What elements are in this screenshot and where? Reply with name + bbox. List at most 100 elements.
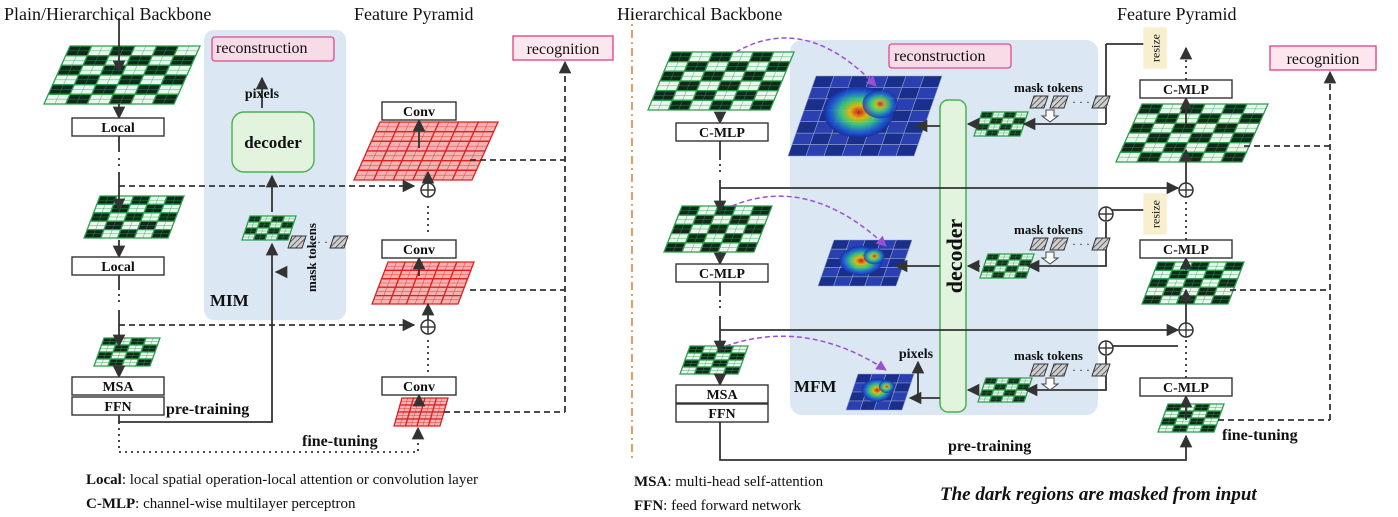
left-pixels: pixels [245,87,280,102]
right-plus-mid [1098,206,1114,222]
svg-text:· · ·: · · · [1072,95,1090,109]
right-tok-arrow-1 [1040,109,1060,123]
right-reconstruction-label: reconstruction [894,48,986,65]
left-conv-box-1-label: Conv [403,105,435,120]
left-conv-box-2-label: Conv [403,243,435,258]
right-plus-low [1098,340,1114,356]
right-mask-tokens-1: · · · [1029,95,1111,109]
left-red-map-mid [371,261,475,305]
left-mim-label: MIM [210,291,249,310]
right-resize-box-2: resize [1143,193,1167,235]
left-plus-2 [420,319,436,335]
right-title-backbone: Hierarchical Backbone [617,4,782,24]
right-map-large [647,51,795,111]
legend-ffn-desc: : feed forward network [663,498,801,514]
right-purple-curve-1 [735,37,877,87]
left-ffn-box-label: FFN [104,400,131,415]
legend-ffn: FFN: feed forward network [634,498,802,514]
right-plus-bot-pyr [1178,322,1194,338]
right-masked-map-3 [977,377,1033,403]
right-pyr-map-small [1157,403,1225,433]
right-cmlp-bot-label: C-MLP [1163,381,1209,396]
right-cmlp-box-1-label: C-MLP [699,126,745,141]
right-cmlp-mid-label: C-MLP [1163,243,1209,258]
right-purple-curve-3 [725,335,887,371]
left-decoder-box: decoder [231,111,315,173]
right-pyr-map-large [1114,103,1270,163]
right-ffn-box-label: FFN [708,407,735,422]
right-ffn-box: FFN [675,403,769,423]
right-msa-box: MSA [675,384,769,404]
right-pretraining-label: pre-training [948,438,1031,455]
right-mask-tokens-label-1: mask tokens [1014,80,1083,95]
left-map-mid [83,195,185,239]
left-pretrain-path [118,242,279,423]
legend-local-key: Local [86,472,122,488]
svg-text:· · ·: · · · [310,235,328,249]
left-finetuning-label: fine-tuning [302,433,378,450]
legend-cmlp-key: C-MLP [86,496,135,512]
right-finetuning-label: fine-tuning [1222,427,1298,444]
right-msa-box-label: MSA [706,388,738,403]
legend-cmlp-desc: : channel-wise multilayer perceptron [135,496,356,512]
left-mask-tokens-label: mask tokens [304,223,319,292]
left-recognition-box: recognition [512,35,614,61]
left-decoder-box-label: decoder [244,133,302,152]
left-mask-tokens: · · · [287,235,349,249]
left-conv-box-3: Conv [381,376,457,396]
right-cmlp-top: C-MLP [1139,79,1233,99]
right-mask-tokens-label-3: mask tokens [1014,348,1083,363]
left-reconstruction-box-label: reconstruction [216,40,308,57]
legend-note: The dark regions are masked from input [940,484,1257,505]
right-plus-top-pyr [1178,182,1194,198]
left-map-large [42,45,202,105]
left-local-box-1-label: Local [101,121,135,136]
right-heatmap-small [845,373,915,411]
left-red-map-small [393,397,449,427]
right-masked-map-2 [979,253,1035,279]
right-resize-box-2-label: resize [1148,200,1162,228]
left-plus-1 [420,182,436,198]
left-map-small [93,337,161,367]
legend-local-desc: : local spatial operation-local attentio… [122,472,478,488]
left-ffn-box: FFN [71,396,165,416]
right-cmlp-box-2: C-MLP [675,263,769,283]
left-conv-box-3-label: Conv [403,380,435,395]
left-msa-box: MSA [71,376,165,396]
legend-msa-desc: : multi-head self-attention [667,474,823,490]
mim-panel [204,30,346,320]
left-reconstruction-box [211,36,335,62]
legend-msa: MSA: multi-head self-attention [634,474,824,490]
right-tok-arrow-2 [1040,251,1060,265]
right-mask-tokens-3: · · · [1029,363,1111,377]
left-title-pyramid: Feature Pyramid [354,4,473,24]
right-masked-map-1 [973,111,1029,137]
left-masked-map [241,215,297,241]
right-mask-tokens-label-2: mask tokens [1014,222,1083,237]
right-resize-box-1-label: resize [1148,34,1162,62]
left-red-map-large [352,121,500,181]
right-heatmap-large [787,75,943,157]
right-map-mid [663,205,773,253]
right-mask-tokens-2: · · · [1029,237,1111,251]
right-cmlp-mid: C-MLP [1139,239,1233,259]
left-msa-box-label: MSA [102,380,134,395]
right-pixels-label: pixels [899,347,934,362]
right-feed-mid [1026,222,1107,273]
right-decoder-label: decoder [942,219,967,294]
right-pyr-map-mid [1141,261,1245,305]
right-tok-arrow-3 [1040,377,1060,391]
right-purple-curve-2 [731,195,887,247]
left-local-box-1: Local [71,117,165,137]
left-conv-box-2: Conv [381,239,457,259]
svg-text:· · ·: · · · [1072,363,1090,377]
right-map-small [679,345,749,375]
svg-text:· · ·: · · · [1072,237,1090,251]
left-local-box-2: Local [71,256,165,276]
left-recognition-box-label: recognition [527,41,600,58]
right-cmlp-box-2-label: C-MLP [699,267,745,282]
legend-ffn-key: FFN [634,498,663,514]
right-pretrain-path [719,422,1193,461]
left-title-backbone: Plain/Hierarchical Backbone [4,4,211,24]
right-recognition-box-label: recognition [1287,51,1360,68]
